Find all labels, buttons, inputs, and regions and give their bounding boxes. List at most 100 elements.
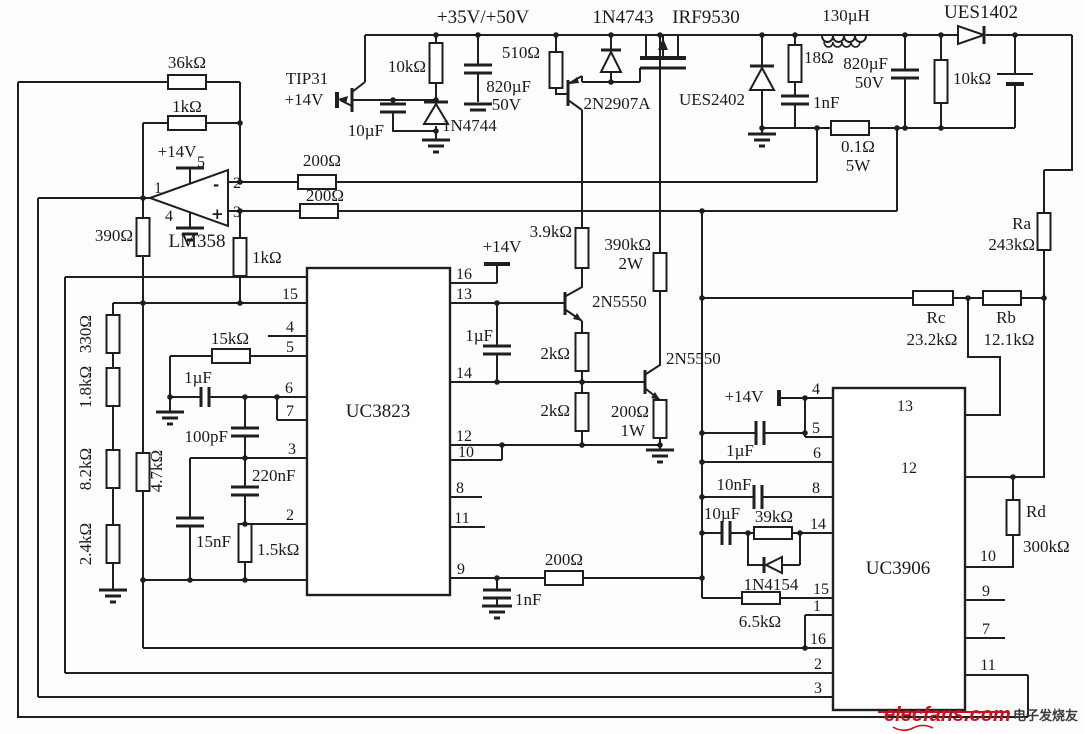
opamp-inv-sign: - xyxy=(213,176,219,194)
label-2n5550-1: 2N5550 xyxy=(592,292,647,311)
uc3823-pin-14: 14 xyxy=(456,365,472,382)
label-rd-val: 300kΩ xyxy=(1023,537,1070,556)
label-2n5550-2: 2N5550 xyxy=(666,349,721,368)
label-r390k-w: 2W xyxy=(618,254,644,273)
label-r4k7: 4.7kΩ xyxy=(147,450,166,492)
uc3823-pin-10: 10 xyxy=(458,444,474,461)
ic-uc3823-box xyxy=(305,266,452,597)
uc3823-pin-2: 2 xyxy=(286,507,294,524)
label-c15nf: 15nF xyxy=(196,532,231,551)
label-rc-val: 23.2kΩ xyxy=(907,330,958,349)
label-rc: Rc xyxy=(927,308,946,327)
label-r15k: 15kΩ xyxy=(211,329,249,348)
label-r6k5: 6.5kΩ xyxy=(739,612,781,631)
diode-ues2402 xyxy=(748,64,776,91)
mosfet-irf9530 xyxy=(640,38,686,70)
uc3823-pin-8: 8 xyxy=(456,480,464,497)
battery-symbol xyxy=(997,73,1033,86)
uc3823-pin-15: 15 xyxy=(282,286,298,303)
uc3906-pin-8: 8 xyxy=(812,480,820,497)
uc3906-pin-9: 9 xyxy=(982,583,990,600)
label-r200c: 200Ω xyxy=(611,402,649,421)
uc3906-pin-1: 1 xyxy=(813,598,821,615)
label-r01: 0.1Ω xyxy=(841,137,875,156)
uc3823-pin-9: 9 xyxy=(457,561,465,578)
label-uc3906: UC3906 xyxy=(866,558,930,579)
label-c820b-v: 50V xyxy=(855,73,885,92)
uc3823-pin-7: 7 xyxy=(286,403,294,420)
uc3823-pins: 15 4 5 6 7 3 2 16 13 14 12 10 8 11 9 xyxy=(282,266,474,578)
label-r18: 18Ω xyxy=(804,48,834,67)
label-2n2907a: 2N2907A xyxy=(583,94,651,113)
uc3906-pin-11: 11 xyxy=(980,657,995,674)
label-r200a: 200Ω xyxy=(303,151,341,170)
diode-1n4743 xyxy=(599,48,623,73)
label-r3k9: 3.9kΩ xyxy=(530,222,572,241)
transistor-2n5550-1 xyxy=(563,292,583,322)
label-r1k5: 1.5kΩ xyxy=(257,540,299,559)
uc3906-pin-12: 12 xyxy=(901,460,917,477)
label-c10nf: 10nF xyxy=(717,475,752,494)
label-ra: Ra xyxy=(1012,214,1031,233)
uc3906-pin-5: 5 xyxy=(812,420,820,437)
uc3823-pin-12: 12 xyxy=(456,428,472,445)
lm358-pin5: 5 xyxy=(197,154,205,171)
watermark-brand: elecfans.com xyxy=(884,704,1011,726)
lm358-pin1: 1 xyxy=(154,180,162,197)
opamp-lm358: - + xyxy=(147,166,229,228)
label-v14-pwm: +14V xyxy=(483,237,523,256)
uc3906-pin-14: 14 xyxy=(810,516,826,533)
label-c1nf-osc: 1nF xyxy=(515,590,541,609)
uc3823-pin-11: 11 xyxy=(454,510,469,527)
label-c1nf-a: 1nF xyxy=(813,93,839,112)
lm358-pin3: 3 xyxy=(233,204,241,221)
uc3823-pin-4: 4 xyxy=(286,319,294,336)
uc3906-pin-7: 7 xyxy=(982,621,990,638)
uc3823-pin-16: 16 xyxy=(456,266,472,283)
transistor-tip31 xyxy=(335,81,366,112)
label-r200b: 200Ω xyxy=(306,186,344,205)
uc3823-pin-13: 13 xyxy=(456,286,472,303)
label-c1uf-3906: 1µF xyxy=(726,441,754,460)
transistor-2n5550-2 xyxy=(643,370,661,401)
watermark-squiggle xyxy=(892,724,934,732)
label-r10k-out: 10kΩ xyxy=(953,69,991,88)
label-r2k4: 2.4kΩ xyxy=(76,523,95,565)
opamp-noninv-sign: + xyxy=(211,205,224,223)
capacitor-bodies xyxy=(176,63,919,600)
lm358-pin4: 4 xyxy=(165,208,173,225)
label-r2k-a: 2kΩ xyxy=(540,344,570,363)
uc3906-pin-6: 6 xyxy=(813,445,821,462)
label-c820a-v: 50V xyxy=(492,95,522,114)
label-irf9530: IRF9530 xyxy=(672,7,740,28)
uc3823-pin-5: 5 xyxy=(286,339,294,356)
label-l130uh: 130µH xyxy=(822,6,870,25)
label-c220nf: 220nF xyxy=(252,466,295,485)
label-tip31: TIP31 xyxy=(286,69,329,88)
uc3823-pin-3: 3 xyxy=(288,441,296,458)
watermark: elecfans.com 电子发烧友 xyxy=(878,704,1078,732)
label-vin: +35V/+50V xyxy=(437,7,529,28)
uc3906-pin-10: 10 xyxy=(980,548,996,565)
label-uc3823: UC3823 xyxy=(346,401,410,422)
label-r390: 390Ω xyxy=(95,226,133,245)
label-r01-w: 5W xyxy=(846,156,872,175)
ground-symbols xyxy=(99,102,776,620)
label-r200d: 200Ω xyxy=(545,550,583,569)
wire-network xyxy=(17,34,1073,718)
uc3906-pin-15: 15 xyxy=(813,581,829,598)
label-c820b: 820µF xyxy=(843,54,888,73)
label-rd: Rd xyxy=(1026,502,1046,521)
uc3906-pin-2: 2 xyxy=(814,656,822,673)
label-ues1402: UES1402 xyxy=(944,2,1018,23)
label-ra-val: 243kΩ xyxy=(988,235,1035,254)
label-r36k: 36kΩ xyxy=(168,53,206,72)
label-r8k2: 8.2kΩ xyxy=(76,448,95,490)
uc3906-pin-3: 3 xyxy=(814,680,822,697)
resistor-bodies xyxy=(105,42,1052,605)
uc3906-pin-4: 4 xyxy=(812,381,820,398)
labels: 36kΩ 1kΩ +14V 5 1 2 3 4 LM358 390Ω 200Ω … xyxy=(76,2,1070,631)
label-rb-val: 12.1kΩ xyxy=(984,330,1035,349)
label-r10k-bias: 10kΩ xyxy=(388,57,426,76)
watermark-site-cn: 电子发烧友 xyxy=(1013,708,1078,724)
